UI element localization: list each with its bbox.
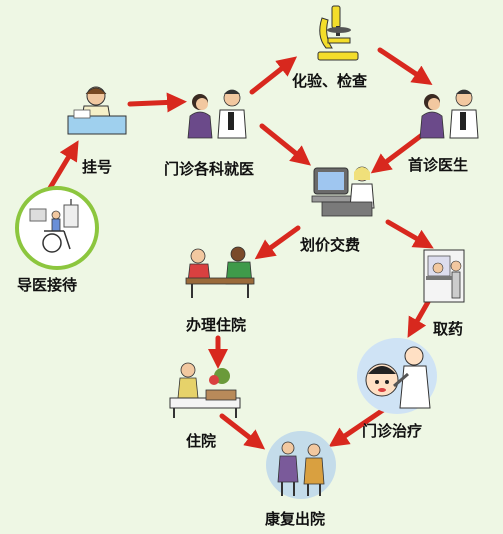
label-discharge: 康复出院 <box>265 510 326 528</box>
injection-treatment-icon <box>357 338 437 414</box>
microscope-icon <box>317 5 359 61</box>
arrow-pharmacy-to-treatment <box>407 299 431 338</box>
arrow-register-to-outpatient <box>127 92 187 113</box>
doctor-consultation-icon <box>187 89 247 139</box>
wheelchair-patient-icon <box>15 186 99 270</box>
family-discharge-icon <box>266 431 336 499</box>
arrow-billing-to-pharmacy <box>385 219 434 249</box>
label-register: 挂号 <box>82 158 113 176</box>
pharmacy-window-icon <box>423 249 465 303</box>
admission-desk-icon <box>185 246 255 298</box>
arrow-reception-to-register <box>47 140 79 191</box>
arrow-outpatient-to-billing <box>259 123 311 166</box>
label-pharmacy: 取药 <box>433 320 464 338</box>
cashier-computer-icon <box>311 166 375 217</box>
label-outpatient-dept: 门诊各科就医 <box>164 160 255 178</box>
hospital-bed-icon <box>169 362 241 418</box>
doctor-consultation-icon <box>419 89 479 139</box>
arrow-treatment-to-discharge <box>328 405 389 448</box>
label-reception: 导医接待 <box>17 276 78 294</box>
arrow-inpatient-to-discharge <box>219 413 266 450</box>
registration-desk-icon <box>67 86 127 135</box>
label-admission: 办理住院 <box>186 316 247 334</box>
arrow-firstdoctor-to-billing <box>370 132 425 174</box>
arrow-lab-to-firstdoctor <box>377 47 433 85</box>
label-first-doctor: 首诊医生 <box>408 156 469 174</box>
label-lab-tests: 化验、检查 <box>292 72 368 90</box>
arrow-billing-to-admission <box>254 225 301 260</box>
label-outpatient-treatment: 门诊治疗 <box>362 422 423 440</box>
arrow-outpatient-to-lab <box>249 56 298 95</box>
label-billing: 划价交费 <box>300 236 361 254</box>
label-inpatient: 住院 <box>186 432 217 450</box>
